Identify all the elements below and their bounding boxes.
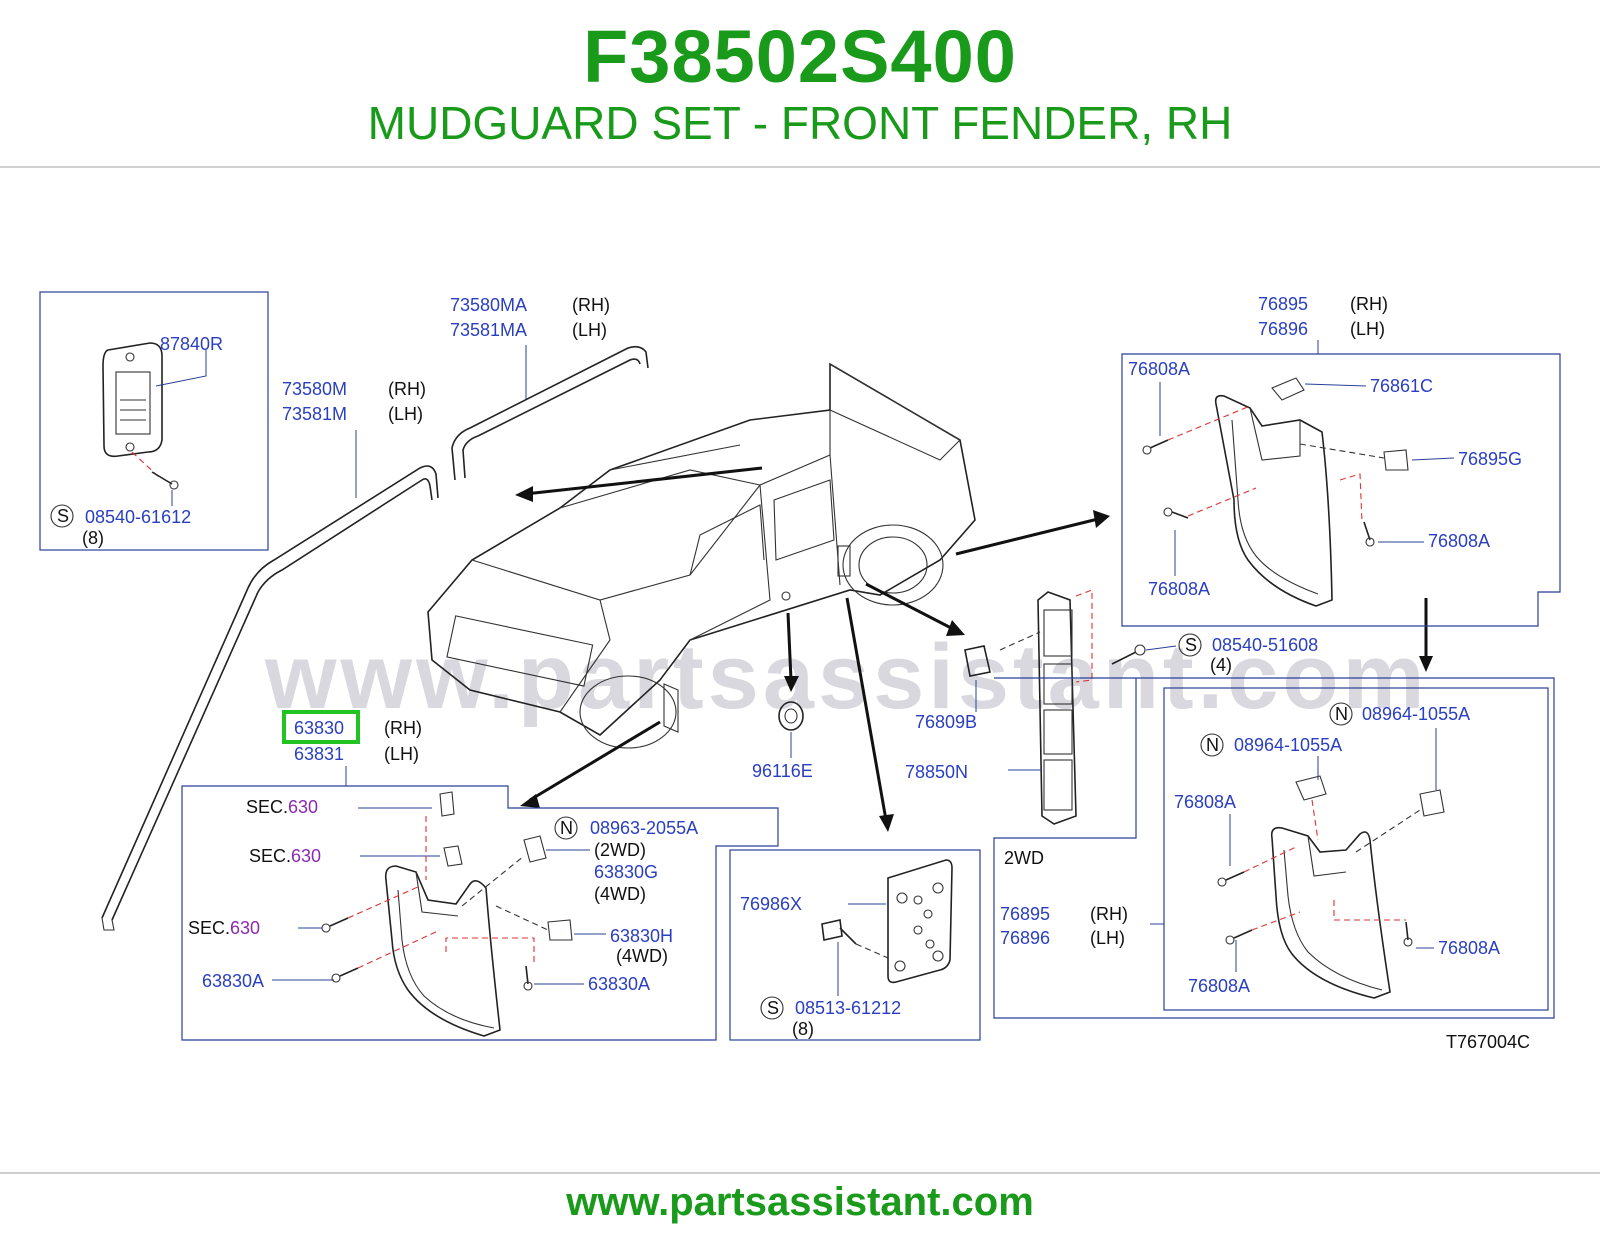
label-08513-61212[interactable]: 08513-61212	[795, 998, 901, 1018]
box-76895-rh	[1121, 353, 1561, 627]
label-73581m[interactable]: 73581M	[282, 404, 347, 424]
plate-76986x-drawing	[887, 859, 953, 984]
s-symbol-icon	[760, 996, 784, 1020]
qty-4: (4)	[1210, 655, 1232, 675]
label-76896-2wd[interactable]: 76896	[1000, 928, 1050, 948]
sec-630-1: SEC.630	[246, 797, 318, 817]
label-08963-2055a[interactable]: 08963-2055A	[590, 818, 698, 838]
label-73580ma[interactable]: 73580MA	[450, 295, 527, 315]
label-08540-51608[interactable]: 08540-51608	[1212, 635, 1318, 655]
footer-divider	[0, 1172, 1600, 1174]
label-76808a-2wd-bottom[interactable]: 76808A	[1188, 976, 1250, 996]
side-rh: (RH)	[572, 295, 610, 315]
s-symbol-icon	[1178, 633, 1202, 657]
n-symbol-icon	[1329, 702, 1353, 726]
side-lh: (LH)	[384, 744, 419, 764]
callout-arrows	[515, 466, 1433, 832]
qty-8: (8)	[82, 528, 104, 548]
label-63830a-right[interactable]: 63830A	[588, 974, 650, 994]
label-76808a-2wd-top[interactable]: 76808A	[1174, 792, 1236, 812]
side-rh: (RH)	[1090, 904, 1128, 924]
label-08540-61612[interactable]: 08540-61612	[85, 507, 191, 527]
label-76861c[interactable]: 76861C	[1370, 376, 1433, 396]
upper-molding-drawing	[451, 345, 649, 481]
box-76986x	[729, 849, 981, 1041]
mudguard-2wd-drawing	[1270, 775, 1445, 999]
box-87840r	[39, 291, 269, 551]
box-2wd-outer	[993, 677, 1555, 1019]
label-76809b[interactable]: 76809B	[915, 712, 977, 732]
cover-plate-drawing	[102, 342, 163, 458]
side-rh: (RH)	[1350, 294, 1388, 314]
sec-630-2: SEC.630	[249, 846, 321, 866]
label-76808a-right[interactable]: 76808A	[1428, 531, 1490, 551]
n-symbol: N	[1206, 735, 1219, 755]
s-symbol: S	[767, 998, 779, 1018]
side-rh: (RH)	[388, 379, 426, 399]
label-76896[interactable]: 76896	[1258, 319, 1308, 339]
side-lh: (LH)	[572, 320, 607, 340]
part-number-title: F38502S400	[583, 15, 1017, 98]
n-symbol-icon	[1200, 733, 1224, 757]
label-76895g[interactable]: 76895G	[1458, 449, 1522, 469]
label-87840r[interactable]: 87840R	[160, 334, 223, 354]
screw-icons	[1142, 439, 1409, 547]
side-rh: (RH)	[384, 718, 422, 738]
label-76808a-2wd-right[interactable]: 76808A	[1438, 938, 1500, 958]
label-76986x[interactable]: 76986X	[740, 894, 802, 914]
highlight-63830	[282, 710, 360, 744]
screw-icons	[1217, 871, 1413, 947]
mudguard-63830-drawing	[384, 791, 501, 1037]
header-divider	[0, 166, 1600, 168]
label-76808a-bottom[interactable]: 76808A	[1148, 579, 1210, 599]
qualifier-4wd: (4WD)	[616, 946, 668, 966]
label-73581ma[interactable]: 73581MA	[450, 320, 527, 340]
bolt-icon	[821, 919, 857, 945]
label-63830a-left[interactable]: 63830A	[202, 971, 264, 991]
bracket-78850n-drawing	[1037, 591, 1077, 825]
label-63831[interactable]: 63831	[294, 744, 344, 764]
diagram-code: T767004C	[1446, 1032, 1530, 1052]
side-lh: (LH)	[1350, 319, 1385, 339]
box-63830	[181, 785, 779, 1041]
label-78850n[interactable]: 78850N	[905, 762, 968, 782]
label-73580m[interactable]: 73580M	[282, 379, 347, 399]
n-symbol: N	[1335, 704, 1348, 724]
truck-drawing	[427, 362, 976, 749]
grommet-96116e-drawing	[778, 701, 804, 731]
s-symbol-icon	[50, 504, 74, 528]
label-76895[interactable]: 76895	[1258, 294, 1308, 314]
label-76895-2wd[interactable]: 76895	[1000, 904, 1050, 924]
footer-url-link[interactable]: www.partsassistant.com	[566, 1180, 1034, 1224]
part-name-subtitle: MUDGUARD SET - FRONT FENDER, RH	[367, 97, 1233, 149]
label-63830[interactable]: 63830	[294, 718, 344, 738]
label-76808a[interactable]: 76808A	[1128, 359, 1190, 379]
screw-icon	[151, 471, 179, 490]
mudguard-rh-4wd-drawing	[1214, 377, 1333, 607]
n-symbol: N	[560, 818, 573, 838]
sec-630-3: SEC.630	[188, 918, 260, 938]
watermark-text: www.partsassistant.com	[264, 626, 1428, 728]
qty-8: (8)	[792, 1019, 814, 1039]
box-2wd-inner	[1163, 687, 1549, 1011]
long-molding-drawing	[101, 465, 439, 931]
qualifier-2wd: (2WD)	[594, 840, 646, 860]
side-lh: (LH)	[388, 404, 423, 424]
label-2wd: 2WD	[1004, 848, 1044, 868]
label-08964-1055a-top[interactable]: 08964-1055A	[1362, 704, 1470, 724]
clip-76809b-icon	[964, 645, 991, 677]
label-08964-1055a[interactable]: 08964-1055A	[1234, 735, 1342, 755]
s-symbol: S	[57, 506, 69, 526]
n-symbol-icon	[554, 816, 578, 840]
screw-icon	[1111, 644, 1146, 665]
screw-icons	[321, 835, 573, 991]
side-lh: (LH)	[1090, 928, 1125, 948]
label-96116e[interactable]: 96116E	[752, 761, 813, 781]
qualifier-4wd: (4WD)	[594, 884, 646, 904]
label-63830g[interactable]: 63830G	[594, 862, 658, 882]
label-63830h[interactable]: 63830H	[610, 926, 673, 946]
s-symbol: S	[1185, 635, 1197, 655]
